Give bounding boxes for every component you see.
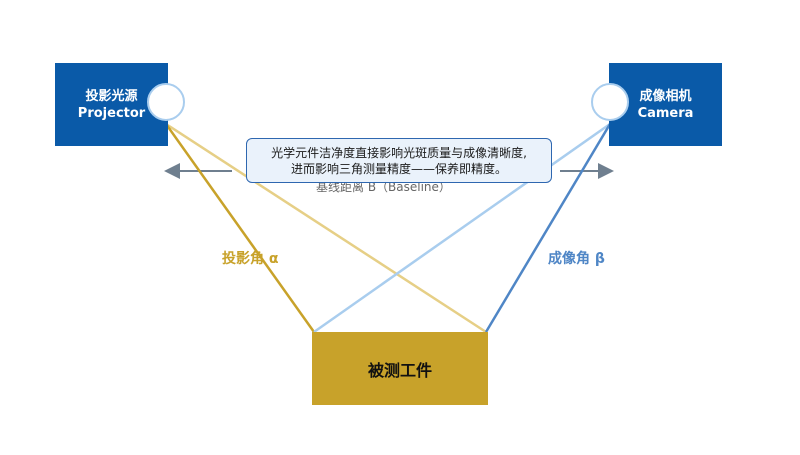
workpiece-label: 被测工件	[367, 360, 432, 380]
camera-label-en: Camera	[637, 105, 694, 121]
camera-ray-light	[313, 122, 611, 334]
camera-lens-icon	[591, 83, 629, 121]
projector-beam-light	[165, 122, 487, 334]
projector-label-cn: 投影光源	[85, 88, 138, 104]
camera-label-cn: 成像相机	[639, 88, 692, 104]
camera-ray	[484, 123, 612, 333]
workpiece-box: 被测工件	[312, 332, 488, 405]
callout-line-1: 光学元件洁净度直接影响光斑质量与成像清晰度,	[271, 145, 527, 160]
projector-beam	[164, 123, 316, 333]
projection-angle-label: 投影角 α	[222, 251, 279, 267]
callout-line-2: 进而影响三角测量精度——保养即精度。	[290, 161, 507, 176]
projector-label-en: Projector	[77, 105, 146, 121]
imaging-angle-label: 成像角 β	[548, 251, 605, 267]
projector-lens-icon	[147, 83, 185, 121]
baseline-label: 基线距离 B（Baseline）	[316, 180, 451, 194]
callout-note: 光学元件洁净度直接影响光斑质量与成像清晰度, 进而影响三角测量精度——保养即精度…	[246, 138, 552, 183]
